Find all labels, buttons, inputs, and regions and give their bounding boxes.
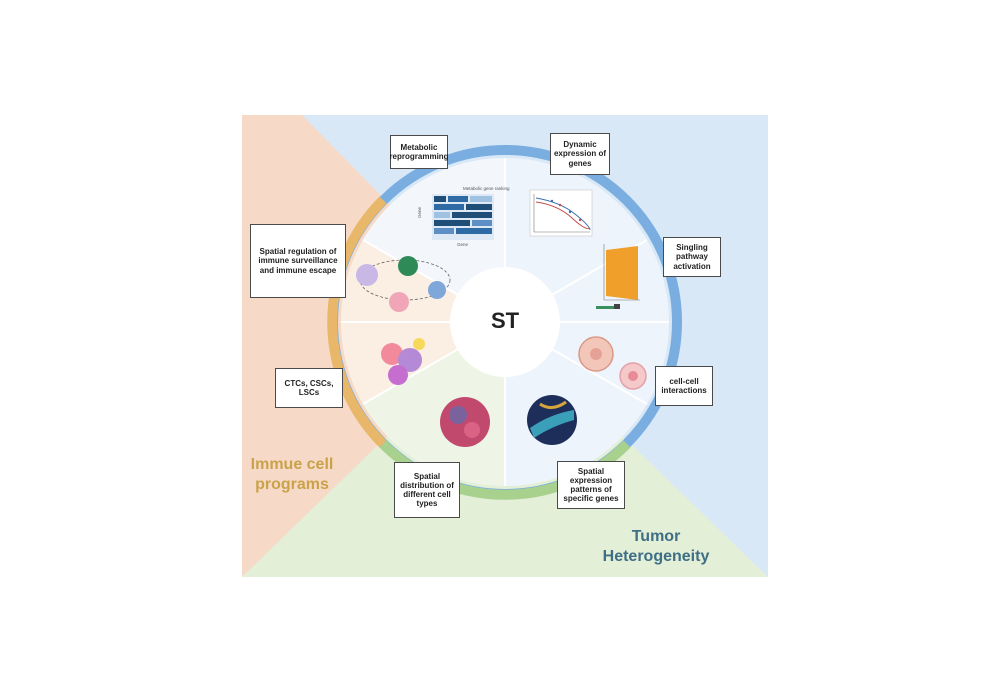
- cell-interaction-illustration: [578, 336, 647, 390]
- immune-cells-illustration: [356, 256, 451, 312]
- tumor-heterogeneity-label: Tumor Heterogeneity: [602, 528, 710, 565]
- metabolic-heatmap: Metabolic gene ranking Gene Gene: [417, 186, 510, 247]
- dynamic-expression-box: Dynamic expression of genes: [550, 133, 610, 175]
- immune-programs-label: Immue cell programs: [250, 456, 334, 493]
- dynamic-expression-plot: [529, 189, 593, 237]
- center-circle: [450, 267, 560, 377]
- pathway-bar-chart: [596, 244, 640, 309]
- center-label: ST: [490, 308, 520, 333]
- cell-cell-interactions-box: cell-cell interactions: [655, 366, 713, 406]
- tissue-spot-1: [440, 397, 490, 447]
- outer-ring-orange: [327, 196, 387, 448]
- heatmap-ylabel: Gene: [417, 206, 422, 218]
- ctcs-cscs-lscs-box: CTCs, CSCs, LSCs: [275, 368, 343, 408]
- singling-pathway-box: Singling pathway activation: [663, 237, 721, 277]
- heatmap-title: Metabolic gene ranking: [463, 186, 510, 191]
- stem-cells-illustration: [381, 338, 425, 385]
- metabolic-reprogramming-box: Metabolic reprogramming: [389, 135, 449, 169]
- heatmap-xlabel: Gene: [457, 242, 469, 247]
- spatial-expression-patterns-box: Spatial expression patterns of specific …: [557, 461, 625, 509]
- immune-regulation-box: Spatial regulation of immune surveillanc…: [250, 224, 346, 298]
- spatial-distribution-box: Spatial distribution of different cell t…: [394, 462, 460, 518]
